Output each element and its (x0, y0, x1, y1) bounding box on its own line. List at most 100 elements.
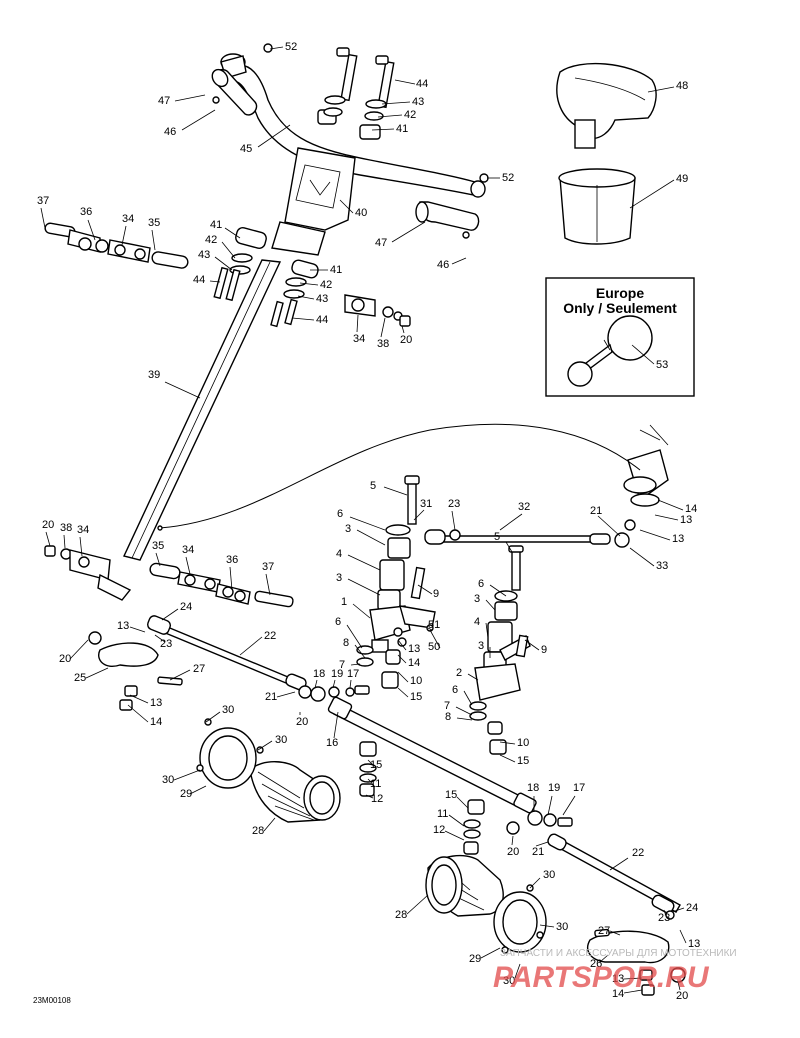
part-callout-6: 6 (478, 578, 484, 590)
leader-line (394, 79, 416, 85)
left-boot (249, 761, 341, 823)
leader-line (354, 644, 366, 659)
part-callout-13: 13 (680, 514, 692, 526)
leader-line (505, 541, 513, 553)
part-callout-30: 30 (503, 975, 515, 987)
part-callout-38: 38 (377, 338, 389, 350)
part-callout-30: 30 (275, 734, 287, 746)
part-callout-27: 27 (193, 663, 205, 675)
leader-line (347, 578, 381, 596)
leader-line (629, 547, 655, 567)
inset-title-line1: Europe (596, 285, 644, 301)
part-callout-41: 41 (210, 219, 222, 231)
leader-line (352, 603, 371, 619)
part-callout-36: 36 (226, 554, 238, 566)
leader-line (381, 101, 411, 105)
part-callout-46: 46 (164, 126, 176, 138)
part-callout-3: 3 (474, 593, 480, 605)
right-grip (418, 201, 480, 231)
leader-line (229, 566, 233, 591)
leader-line (63, 534, 66, 549)
part-callout-19: 19 (548, 782, 560, 794)
part-callout-32: 32 (518, 501, 530, 513)
horn (567, 315, 653, 387)
leader-line (189, 785, 207, 795)
diagram-code: 23M00108 (33, 996, 71, 1005)
part-callout-31: 31 (420, 498, 432, 510)
part-callout-29: 29 (180, 788, 192, 800)
part-callout-43: 43 (316, 293, 328, 305)
leader-line (377, 114, 403, 118)
part-callout-8: 8 (343, 637, 349, 649)
leader-line (257, 740, 273, 751)
leader-line (69, 639, 89, 660)
spindle-left (356, 475, 436, 689)
part-callout-43: 43 (198, 249, 210, 261)
part-callout-6: 6 (335, 616, 341, 628)
part-callout-26: 26 (590, 958, 602, 970)
part-callout-21: 21 (590, 505, 602, 517)
leader-line (406, 894, 429, 915)
part-callout-52: 52 (502, 172, 514, 184)
leader-line (631, 344, 655, 365)
inset-title-line2: Only / Seulement (563, 300, 677, 316)
leader-line (448, 814, 465, 827)
leader-line (346, 624, 363, 649)
part-callout-53: 53 (656, 359, 668, 371)
leader-line (332, 679, 336, 689)
part-callout-9: 9 (541, 644, 547, 656)
part-callout-14: 14 (612, 988, 624, 1000)
part-callout-10: 10 (410, 675, 422, 687)
leader-line (349, 516, 386, 531)
leader-line (391, 221, 426, 243)
leader-line (356, 314, 359, 333)
part-callout-47: 47 (375, 237, 387, 249)
leader-line (444, 830, 465, 841)
leader-line (173, 769, 201, 781)
part-callout-25: 25 (74, 672, 86, 684)
leader-line (397, 654, 407, 664)
leader-line (677, 981, 681, 991)
part-callout-18: 18 (313, 668, 325, 680)
part-callout-16: 16 (326, 737, 338, 749)
leader-line (367, 778, 373, 784)
part-callout-13: 13 (672, 533, 684, 545)
leader-line (397, 639, 407, 651)
part-callout-5: 5 (494, 531, 500, 543)
leader-line (349, 679, 352, 689)
part-callout-52: 52 (285, 41, 297, 53)
part-callout-50: 50 (428, 641, 440, 653)
leader-line (467, 673, 479, 681)
part-callout-30: 30 (543, 869, 555, 881)
part-callout-5: 5 (370, 480, 376, 492)
leader-line (427, 627, 433, 631)
part-callout-28: 28 (252, 825, 264, 837)
leader-line (455, 706, 473, 716)
leader-line (314, 679, 318, 689)
upper-linkage (44, 222, 189, 269)
part-callout-17: 17 (573, 782, 585, 794)
leader-line (181, 109, 216, 131)
part-callout-15: 15 (410, 691, 422, 703)
leader-line (127, 704, 149, 723)
part-callout-15: 15 (370, 759, 382, 771)
parts-drawing (44, 43, 695, 996)
top-bolts (336, 47, 395, 109)
part-callout-7: 7 (444, 700, 450, 712)
leader-line (657, 499, 684, 511)
part-callout-19: 19 (331, 668, 343, 680)
part-callout-30: 30 (162, 774, 174, 786)
leader-line (151, 229, 156, 251)
part-callout-36: 36 (80, 206, 92, 218)
part-callout-13: 13 (150, 697, 162, 709)
leader-line (463, 690, 473, 706)
spindle-right (469, 545, 531, 755)
leader-line (263, 817, 276, 832)
part-callout-27: 27 (598, 925, 610, 937)
leader-line (456, 717, 473, 721)
leader-line (291, 317, 315, 321)
part-callout-44: 44 (416, 78, 428, 90)
leader-line (164, 381, 201, 399)
steering-column (123, 259, 282, 561)
leader-line (489, 584, 507, 597)
